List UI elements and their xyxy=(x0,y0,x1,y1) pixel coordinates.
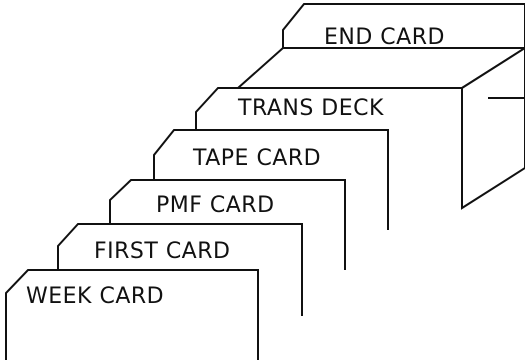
end-card-label: END CARD xyxy=(324,25,445,50)
end-card: END CARD xyxy=(282,3,525,50)
trans-deck-label: TRANS DECK xyxy=(237,96,384,121)
pmf-card-label: PMF CARD xyxy=(156,193,275,218)
first-card-label: FIRST CARD xyxy=(94,239,230,264)
week-card: WEEK CARD xyxy=(5,269,259,360)
week-card-label: WEEK CARD xyxy=(26,284,164,309)
tape-card-label: TAPE CARD xyxy=(192,146,321,171)
end-card-outline xyxy=(282,3,525,48)
trans-deck: TRANS DECK xyxy=(195,46,525,210)
week-card-outline xyxy=(5,269,259,360)
